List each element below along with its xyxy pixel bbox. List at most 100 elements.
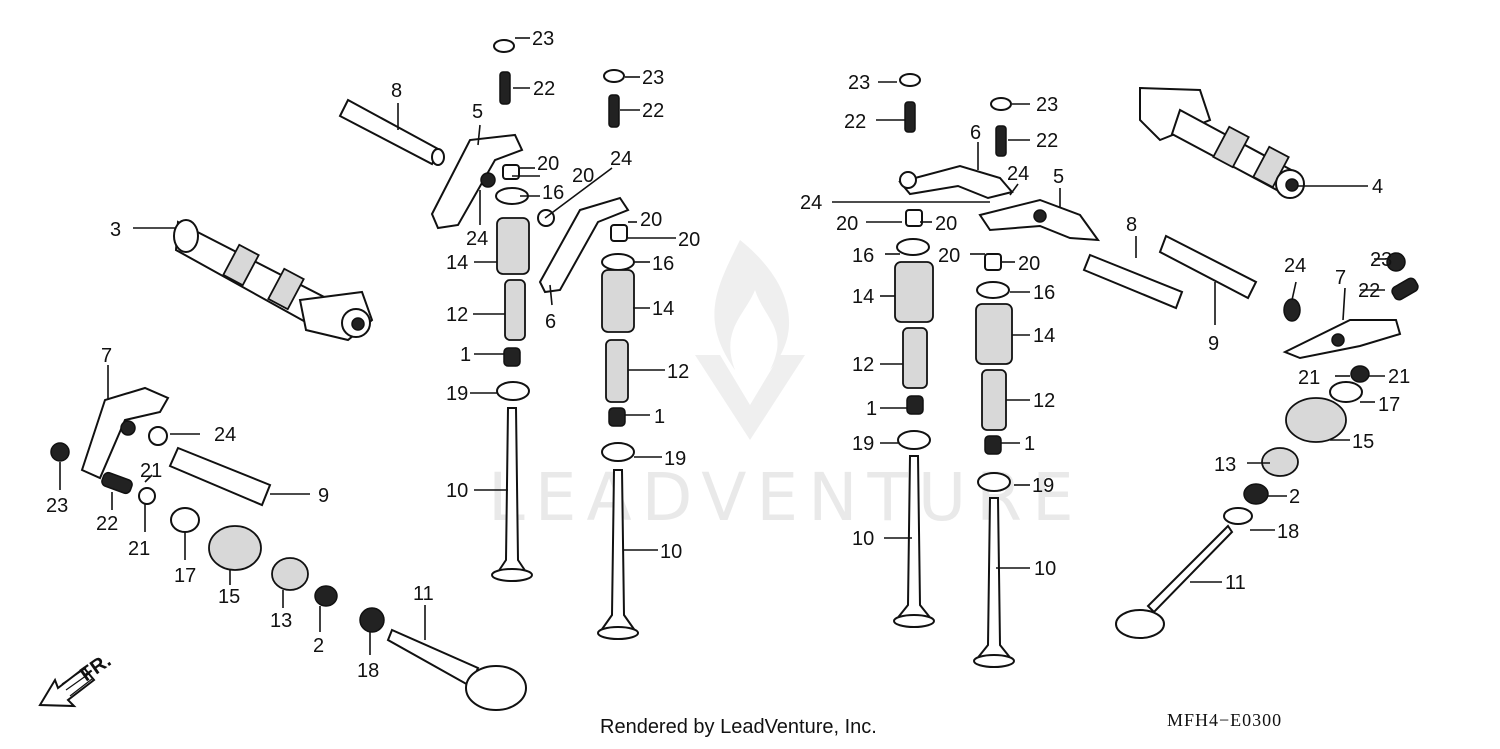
callout-5: 5 (472, 101, 483, 123)
callout-18: 18 (1277, 521, 1299, 543)
callout-14: 14 (1033, 325, 1055, 347)
callout-21: 21 (128, 538, 150, 560)
callout-1: 1 (654, 406, 665, 428)
callout-24: 24 (610, 148, 632, 170)
callout-10: 10 (446, 480, 468, 502)
callout-21: 21 (1388, 366, 1410, 388)
callout-20: 20 (537, 153, 559, 175)
rocker-arm-left-5 (430, 133, 524, 230)
rocker-arm-right-6 (898, 164, 1014, 200)
callout-12: 12 (446, 304, 468, 326)
callout-9: 9 (318, 485, 329, 507)
callout-16: 16 (1033, 282, 1055, 304)
callout-7: 7 (101, 345, 112, 367)
callout-numbers: 23 22 23 22 8 5 20 20 16 24 24 20 20 16 … (46, 28, 1410, 682)
callout-3: 3 (110, 219, 121, 241)
callout-19: 19 (1032, 475, 1054, 497)
callout-14: 14 (652, 298, 674, 320)
callout-24: 24 (214, 424, 236, 446)
callout-12: 12 (1033, 390, 1055, 412)
callout-23: 23 (46, 495, 68, 517)
callout-20: 20 (935, 213, 957, 235)
callout-15: 15 (1352, 431, 1374, 453)
callout-9: 9 (1208, 333, 1219, 355)
callout-20: 20 (1018, 253, 1040, 275)
valve-left-b (597, 69, 639, 640)
valve-left-a (491, 39, 533, 582)
callout-4: 4 (1372, 176, 1383, 198)
callout-20: 20 (572, 165, 594, 187)
callout-22: 22 (533, 78, 555, 100)
rocker-shaft-left-9 (168, 446, 272, 507)
callout-5: 5 (1053, 166, 1064, 188)
callout-19: 19 (446, 383, 468, 405)
callout-23: 23 (532, 28, 554, 50)
callout-21: 21 (140, 460, 162, 482)
callout-2: 2 (1289, 486, 1300, 508)
rocker-arm-left-6 (538, 196, 630, 294)
rocker-shaft-left (338, 98, 442, 166)
callout-1: 1 (460, 344, 471, 366)
callout-11: 11 (413, 583, 434, 605)
rocker-arm-left-7 (80, 386, 170, 480)
callout-13: 13 (270, 610, 292, 632)
front-arrow-icon: FR. (38, 650, 115, 708)
callout-18: 18 (357, 660, 379, 682)
callout-12: 12 (667, 361, 689, 383)
callout-16: 16 (652, 253, 674, 275)
callout-20: 20 (678, 229, 700, 251)
callout-8: 8 (391, 80, 402, 102)
callout-14: 14 (446, 252, 468, 274)
watermark-text: LEADVENTURE (488, 459, 1084, 536)
callout-17: 17 (174, 565, 196, 587)
callout-19: 19 (664, 448, 686, 470)
valve-left-exhaust (50, 442, 527, 711)
callout-22: 22 (1358, 280, 1380, 302)
callout-22: 22 (1036, 130, 1058, 152)
callout-22: 22 (96, 513, 118, 535)
callout-1: 1 (1024, 433, 1035, 455)
rocker-shaft-right-8 (1082, 253, 1184, 310)
callout-1: 1 (866, 398, 877, 420)
callout-20: 20 (836, 213, 858, 235)
callout-6: 6 (970, 122, 981, 144)
callout-6: 6 (545, 311, 556, 333)
watermark: LEADVENTURE (488, 240, 1084, 536)
callout-24: 24 (1007, 163, 1029, 185)
valve-right-b (973, 97, 1015, 668)
callout-23: 23 (848, 72, 870, 94)
callout-24: 24 (466, 228, 488, 250)
callout-23: 23 (1370, 249, 1392, 271)
callout-16: 16 (542, 182, 564, 204)
diagram-code: MFH4−E0300 (1167, 710, 1283, 730)
callout-20: 20 (640, 209, 662, 231)
camshaft-left (173, 219, 374, 342)
valve-right-exhaust (1115, 252, 1419, 639)
callout-13: 13 (1214, 454, 1236, 476)
callout-21: 21 (1298, 367, 1320, 389)
callout-14: 14 (852, 286, 874, 308)
callout-10: 10 (660, 541, 682, 563)
callout-23: 23 (1036, 94, 1058, 116)
callout-22: 22 (642, 100, 664, 122)
rocker-shaft-right-9 (1158, 234, 1258, 300)
callout-23: 23 (642, 67, 664, 89)
callout-2: 2 (313, 635, 324, 657)
callout-16: 16 (852, 245, 874, 267)
callout-24: 24 (1284, 255, 1306, 277)
callout-20: 20 (938, 245, 960, 267)
valve-right-a (893, 73, 935, 628)
camshaft-right (1139, 86, 1305, 199)
callout-8: 8 (1126, 214, 1137, 236)
callout-10: 10 (852, 528, 874, 550)
leader-lines (59, 37, 1386, 655)
callout-11: 11 (1225, 572, 1246, 594)
callout-7: 7 (1335, 267, 1346, 289)
callout-22: 22 (844, 111, 866, 133)
callout-12: 12 (852, 354, 874, 376)
credit-text: Rendered by LeadVenture, Inc. (600, 716, 877, 738)
callout-10: 10 (1034, 558, 1056, 580)
callout-24: 24 (800, 192, 822, 214)
callout-17: 17 (1378, 394, 1400, 416)
